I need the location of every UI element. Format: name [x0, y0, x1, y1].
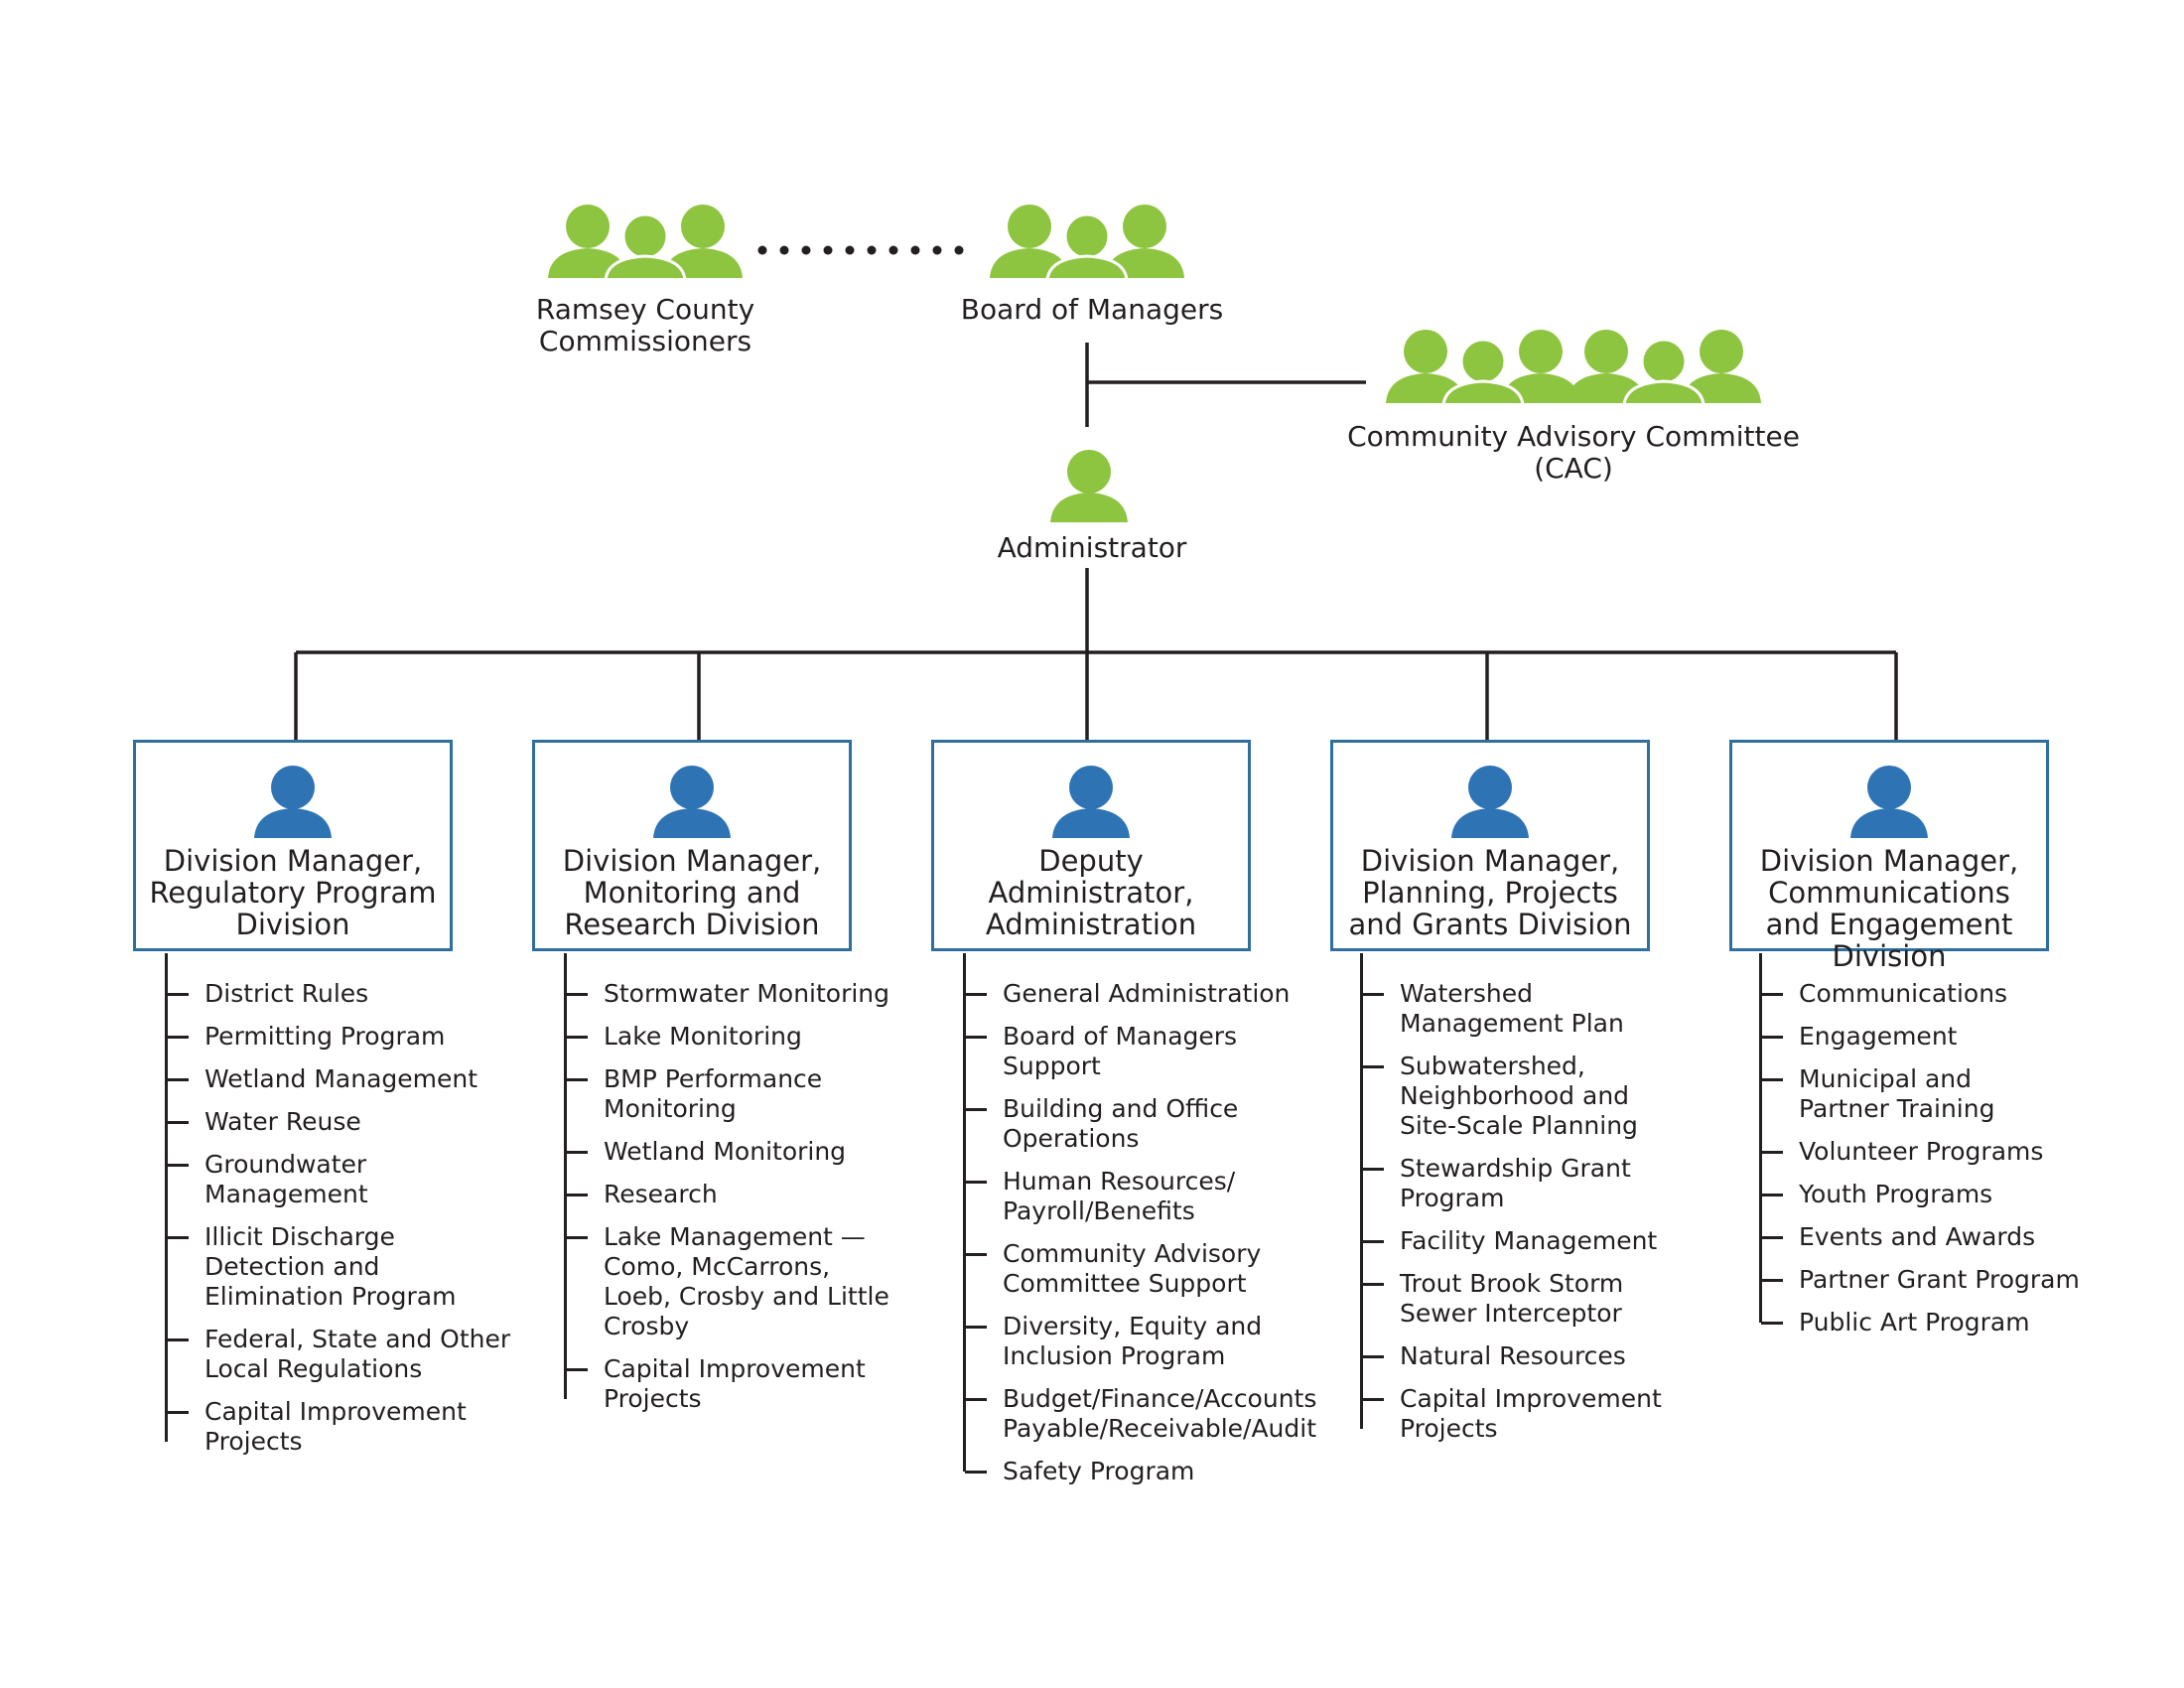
list-item: BMP Performance Monitoring [564, 1064, 842, 1124]
list-item: Building and Office Operations [963, 1094, 1251, 1154]
division-title: Division Manager, Communications and Eng… [1759, 844, 2019, 973]
list-item: Capital Improvement Projects [1360, 1384, 1698, 1444]
list-item: Water Reuse [165, 1107, 522, 1137]
division-title: Division Manager, Planning, Projects and… [1348, 844, 1632, 941]
list-item: Community Advisory Committee Support [963, 1239, 1281, 1299]
division-list-planning: Watershed Management Plan Subwatershed, … [1360, 953, 1717, 1444]
list-item: District Rules [165, 979, 522, 1009]
division-list-communications: Communications Engagement Municipal and … [1759, 953, 2116, 1337]
person-icon [1850, 766, 1928, 838]
division-list-administration: General Administration Board of Managers… [963, 953, 1320, 1486]
person-icon [653, 766, 731, 838]
list-item: Federal, State and Other Local Regulatio… [165, 1325, 532, 1384]
county-people-icon [548, 205, 743, 278]
board-people-icon [990, 205, 1184, 278]
list-item: Diversity, Equity and Inclusion Program [963, 1312, 1281, 1371]
board-of-managers-label: Board of Managers [960, 293, 1224, 326]
division-box-monitoring: Division Manager, Monitoring and Researc… [532, 740, 852, 951]
list-item: Trout Brook Storm Sewer Interceptor [1360, 1269, 1658, 1329]
list-item: Communications [1759, 979, 2116, 1009]
list-item: Engagement [1759, 1022, 2116, 1052]
list-item: Board of Managers Support [963, 1022, 1251, 1081]
list-item: Stormwater Monitoring [564, 979, 921, 1009]
list-item: Capital Improvement Projects [564, 1354, 901, 1414]
list-item: Municipal and Partner Training [1759, 1064, 2027, 1124]
list-item: Public Art Program [1759, 1308, 2116, 1337]
division-box-planning: Division Manager, Planning, Projects and… [1330, 740, 1650, 951]
administrator-person-icon [1050, 450, 1128, 522]
division-list-monitoring: Stormwater Monitoring Lake Monitoring BM… [564, 953, 921, 1414]
cac-label: Community Advisory Committee (CAC) [1347, 420, 1800, 485]
list-item: Watershed Management Plan [1360, 979, 1648, 1039]
list-item: Lake Management — Como, McCarrons, Loeb,… [564, 1222, 901, 1341]
list-item: Research [564, 1180, 921, 1209]
list-item: Permitting Program [165, 1022, 522, 1052]
division-title: Deputy Administrator, Administration [985, 844, 1197, 941]
cac-people-icon [1386, 330, 1761, 403]
division-title: Division Manager, Regulatory Program Div… [149, 844, 437, 941]
list-item: Budget/Finance/Accounts Payable/Receivab… [963, 1384, 1330, 1444]
list-item: Natural Resources [1360, 1341, 1717, 1371]
county-commissioners-label: Ramsey County Commissioners [535, 293, 755, 357]
list-item: Groundwater Management [165, 1150, 423, 1209]
list-item: Wetland Monitoring [564, 1137, 921, 1167]
division-box-regulatory: Division Manager, Regulatory Program Div… [133, 740, 453, 951]
list-item: Youth Programs [1759, 1180, 2116, 1209]
person-icon [1451, 766, 1529, 838]
list-item: Illicit Discharge Detection and Eliminat… [165, 1222, 522, 1312]
list-item: Safety Program [963, 1457, 1320, 1486]
division-box-deputy-administrator: Deputy Administrator, Administration [931, 740, 1251, 951]
person-icon [1052, 766, 1130, 838]
list-item: Wetland Management [165, 1064, 522, 1094]
list-item: Volunteer Programs [1759, 1137, 2116, 1167]
list-item: Partner Grant Program [1759, 1265, 2116, 1295]
list-item: Capital Improvement Projects [165, 1397, 482, 1457]
list-item: Stewardship Grant Program [1360, 1154, 1658, 1213]
dotted-connector [757, 245, 964, 255]
division-box-communications: Division Manager, Communications and Eng… [1729, 740, 2049, 972]
division-list-regulatory: District Rules Permitting Program Wetlan… [165, 953, 522, 1457]
list-item: Human Resources/ Payroll/Benefits [963, 1167, 1251, 1226]
list-item: Subwatershed, Neighborhood and Site-Scal… [1360, 1052, 1648, 1141]
person-icon [254, 766, 332, 838]
list-item: Lake Monitoring [564, 1022, 921, 1052]
list-item: Facility Management [1360, 1226, 1717, 1256]
list-item: General Administration [963, 979, 1320, 1009]
division-title: Division Manager, Monitoring and Researc… [562, 844, 822, 941]
list-item: Events and Awards [1759, 1222, 2116, 1252]
administrator-label: Administrator [997, 531, 1187, 564]
